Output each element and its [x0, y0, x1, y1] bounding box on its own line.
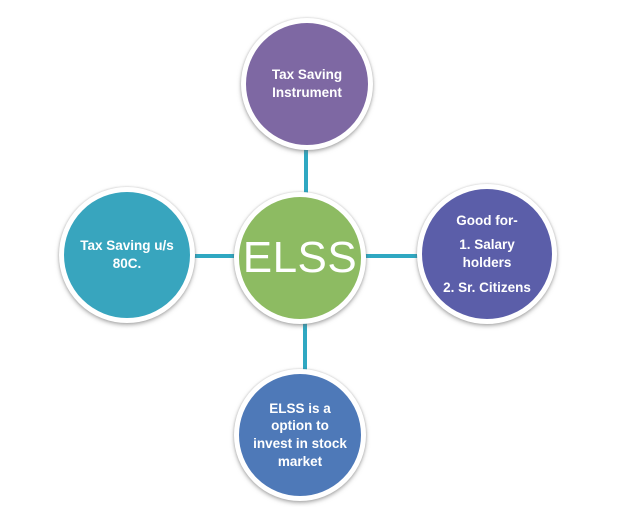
connector-top-line — [304, 142, 308, 200]
label-paragraph: 2. Sr. Citizens — [443, 279, 531, 295]
node-good-for: Good for- 1. Salary holders 2. Sr. Citiz… — [417, 184, 557, 324]
label-line: option to — [271, 418, 329, 434]
connector-left-line — [188, 254, 242, 258]
label-line: Instrument — [272, 85, 342, 100]
connector-bottom-line — [303, 320, 307, 376]
connector-right-line — [358, 254, 422, 258]
node-elss-stock-market: ELSS is a option to invest in stock mark… — [234, 369, 366, 501]
node-tax-saving-80c: Tax Saving u/s 80C. — [59, 187, 195, 323]
label-paragraph: 1. Salary holders — [459, 237, 515, 270]
label-line: ELSS is a — [269, 400, 331, 416]
node-tax-saving-instrument-label: Tax Saving Instrument — [259, 66, 355, 101]
node-tax-saving-80c-label: Tax Saving u/s 80C. — [73, 237, 181, 272]
node-elss-stock-market-label: ELSS is a option to invest in stock mark… — [248, 400, 352, 470]
label-line: invest in stock — [253, 436, 347, 451]
node-good-for-label: Good for- 1. Salary holders 2. Sr. Citiz… — [437, 212, 537, 296]
label-paragraph: Good for- — [456, 212, 518, 228]
node-tax-saving-instrument: Tax Saving Instrument — [241, 18, 373, 150]
label-line: Tax Saving — [271, 67, 343, 83]
node-elss-center: ELSS — [234, 192, 366, 324]
node-elss-center-label: ELSS — [242, 233, 358, 282]
label-line: Tax Saving u/s — [80, 238, 174, 254]
label-line: market — [277, 453, 323, 469]
label-line: 80C. — [112, 256, 142, 271]
